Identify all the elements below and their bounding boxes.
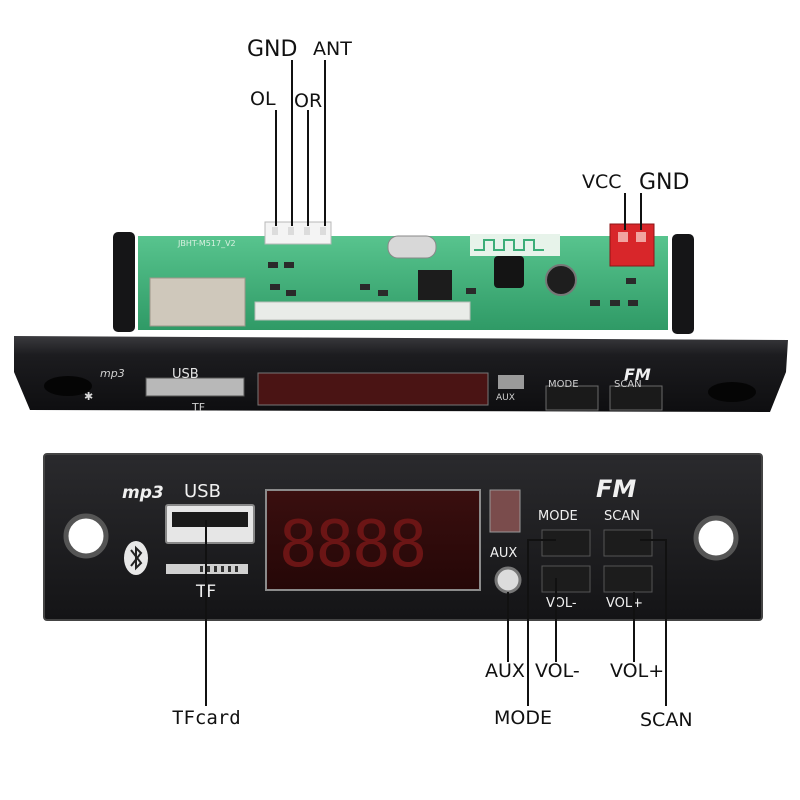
power-connector xyxy=(609,223,655,267)
top-display xyxy=(257,372,489,406)
ir-receiver xyxy=(494,256,524,288)
smd-components xyxy=(268,262,638,306)
signal-connector-pin xyxy=(272,227,278,235)
pin-header-strip xyxy=(254,301,471,321)
top-fm-logo: FM xyxy=(624,365,651,384)
front-scan-text: SCAN xyxy=(604,509,640,524)
usb-port-tongue xyxy=(172,512,248,527)
top-usb-port xyxy=(145,377,245,397)
top-mode-button[interactable] xyxy=(545,385,599,411)
front-aux-text: AUX xyxy=(490,546,517,561)
label-scan: SCAN xyxy=(640,709,693,731)
front-usb-text: USB xyxy=(184,481,221,502)
front-vol-minus-text: VOL- xyxy=(546,596,577,611)
power-connector-pin xyxy=(618,232,628,242)
front-mount-hole-left xyxy=(63,513,109,559)
label-vol-plus: VOL+ xyxy=(610,660,665,682)
capacitor xyxy=(545,264,577,296)
mode-button[interactable] xyxy=(541,529,591,557)
signal-connector-pin xyxy=(304,227,310,235)
bluetooth-rune xyxy=(130,545,143,571)
front-mount-hole-right xyxy=(693,515,739,561)
sd-card-shield xyxy=(149,277,246,327)
signal-connector-pin xyxy=(320,227,326,235)
top-mp3-text: mp3 xyxy=(100,367,125,380)
signal-connector xyxy=(264,221,332,245)
top-scan-text: SCAN xyxy=(614,379,642,390)
top-usb-text: USB xyxy=(172,367,199,382)
front-mode-text: MODE xyxy=(538,509,578,524)
label-vcc: VCC xyxy=(582,171,622,193)
aux-jack-icon[interactable] xyxy=(494,566,522,594)
label-aux: AUX xyxy=(485,660,525,682)
label-gnd-left: GND xyxy=(247,37,298,62)
tf-slot-contacts xyxy=(200,566,238,572)
mount-hole-left xyxy=(44,376,92,396)
front-vol-plus-text: VOL+ xyxy=(606,596,643,611)
power-connector-pin xyxy=(636,232,646,242)
front-fm-logo: FM xyxy=(596,475,636,503)
left-post xyxy=(113,232,135,332)
vol-minus-button[interactable] xyxy=(541,565,591,593)
led-display xyxy=(265,489,481,591)
callout-lines xyxy=(205,60,667,706)
top-mode-text: MODE xyxy=(548,379,579,390)
top-tf-text: TF xyxy=(191,401,205,414)
scan-button[interactable] xyxy=(603,529,653,557)
front-panel: mp3 USB TF 8888 AUX MODE SCAN VOL- VOL+ … xyxy=(43,453,763,621)
front-bezel-edge xyxy=(43,453,763,621)
label-ol: OL xyxy=(250,88,276,110)
right-post xyxy=(672,234,694,334)
front-mp3-logo: mp3 xyxy=(122,483,164,503)
crystal xyxy=(387,235,437,259)
label-tfcard: TFcard xyxy=(172,707,241,729)
label-mode: MODE xyxy=(494,707,552,729)
top-scan-button[interactable] xyxy=(609,385,663,411)
top-aux-text: AUX xyxy=(496,393,515,403)
top-aux-jack xyxy=(498,375,524,389)
display-digits: 8888 xyxy=(279,508,425,582)
mount-hole-right xyxy=(708,382,756,402)
label-ant: ANT xyxy=(313,38,352,60)
label-gnd-right: GND xyxy=(639,170,690,195)
bluetooth-icon: ✱ xyxy=(84,390,93,403)
ir-window xyxy=(489,489,521,533)
vol-plus-button[interactable] xyxy=(603,565,653,593)
top-module: JBHT-M517_V2 mp3 USB TF AUX MODE SCAN FM… xyxy=(14,221,788,414)
label-or: OR xyxy=(294,90,323,112)
antenna-trace xyxy=(474,239,544,251)
label-vol-minus: VOL- xyxy=(535,660,580,682)
board-model-print: JBHT-M517_V2 xyxy=(177,239,236,248)
ic-chip xyxy=(418,270,452,300)
signal-connector-pin xyxy=(288,227,294,235)
